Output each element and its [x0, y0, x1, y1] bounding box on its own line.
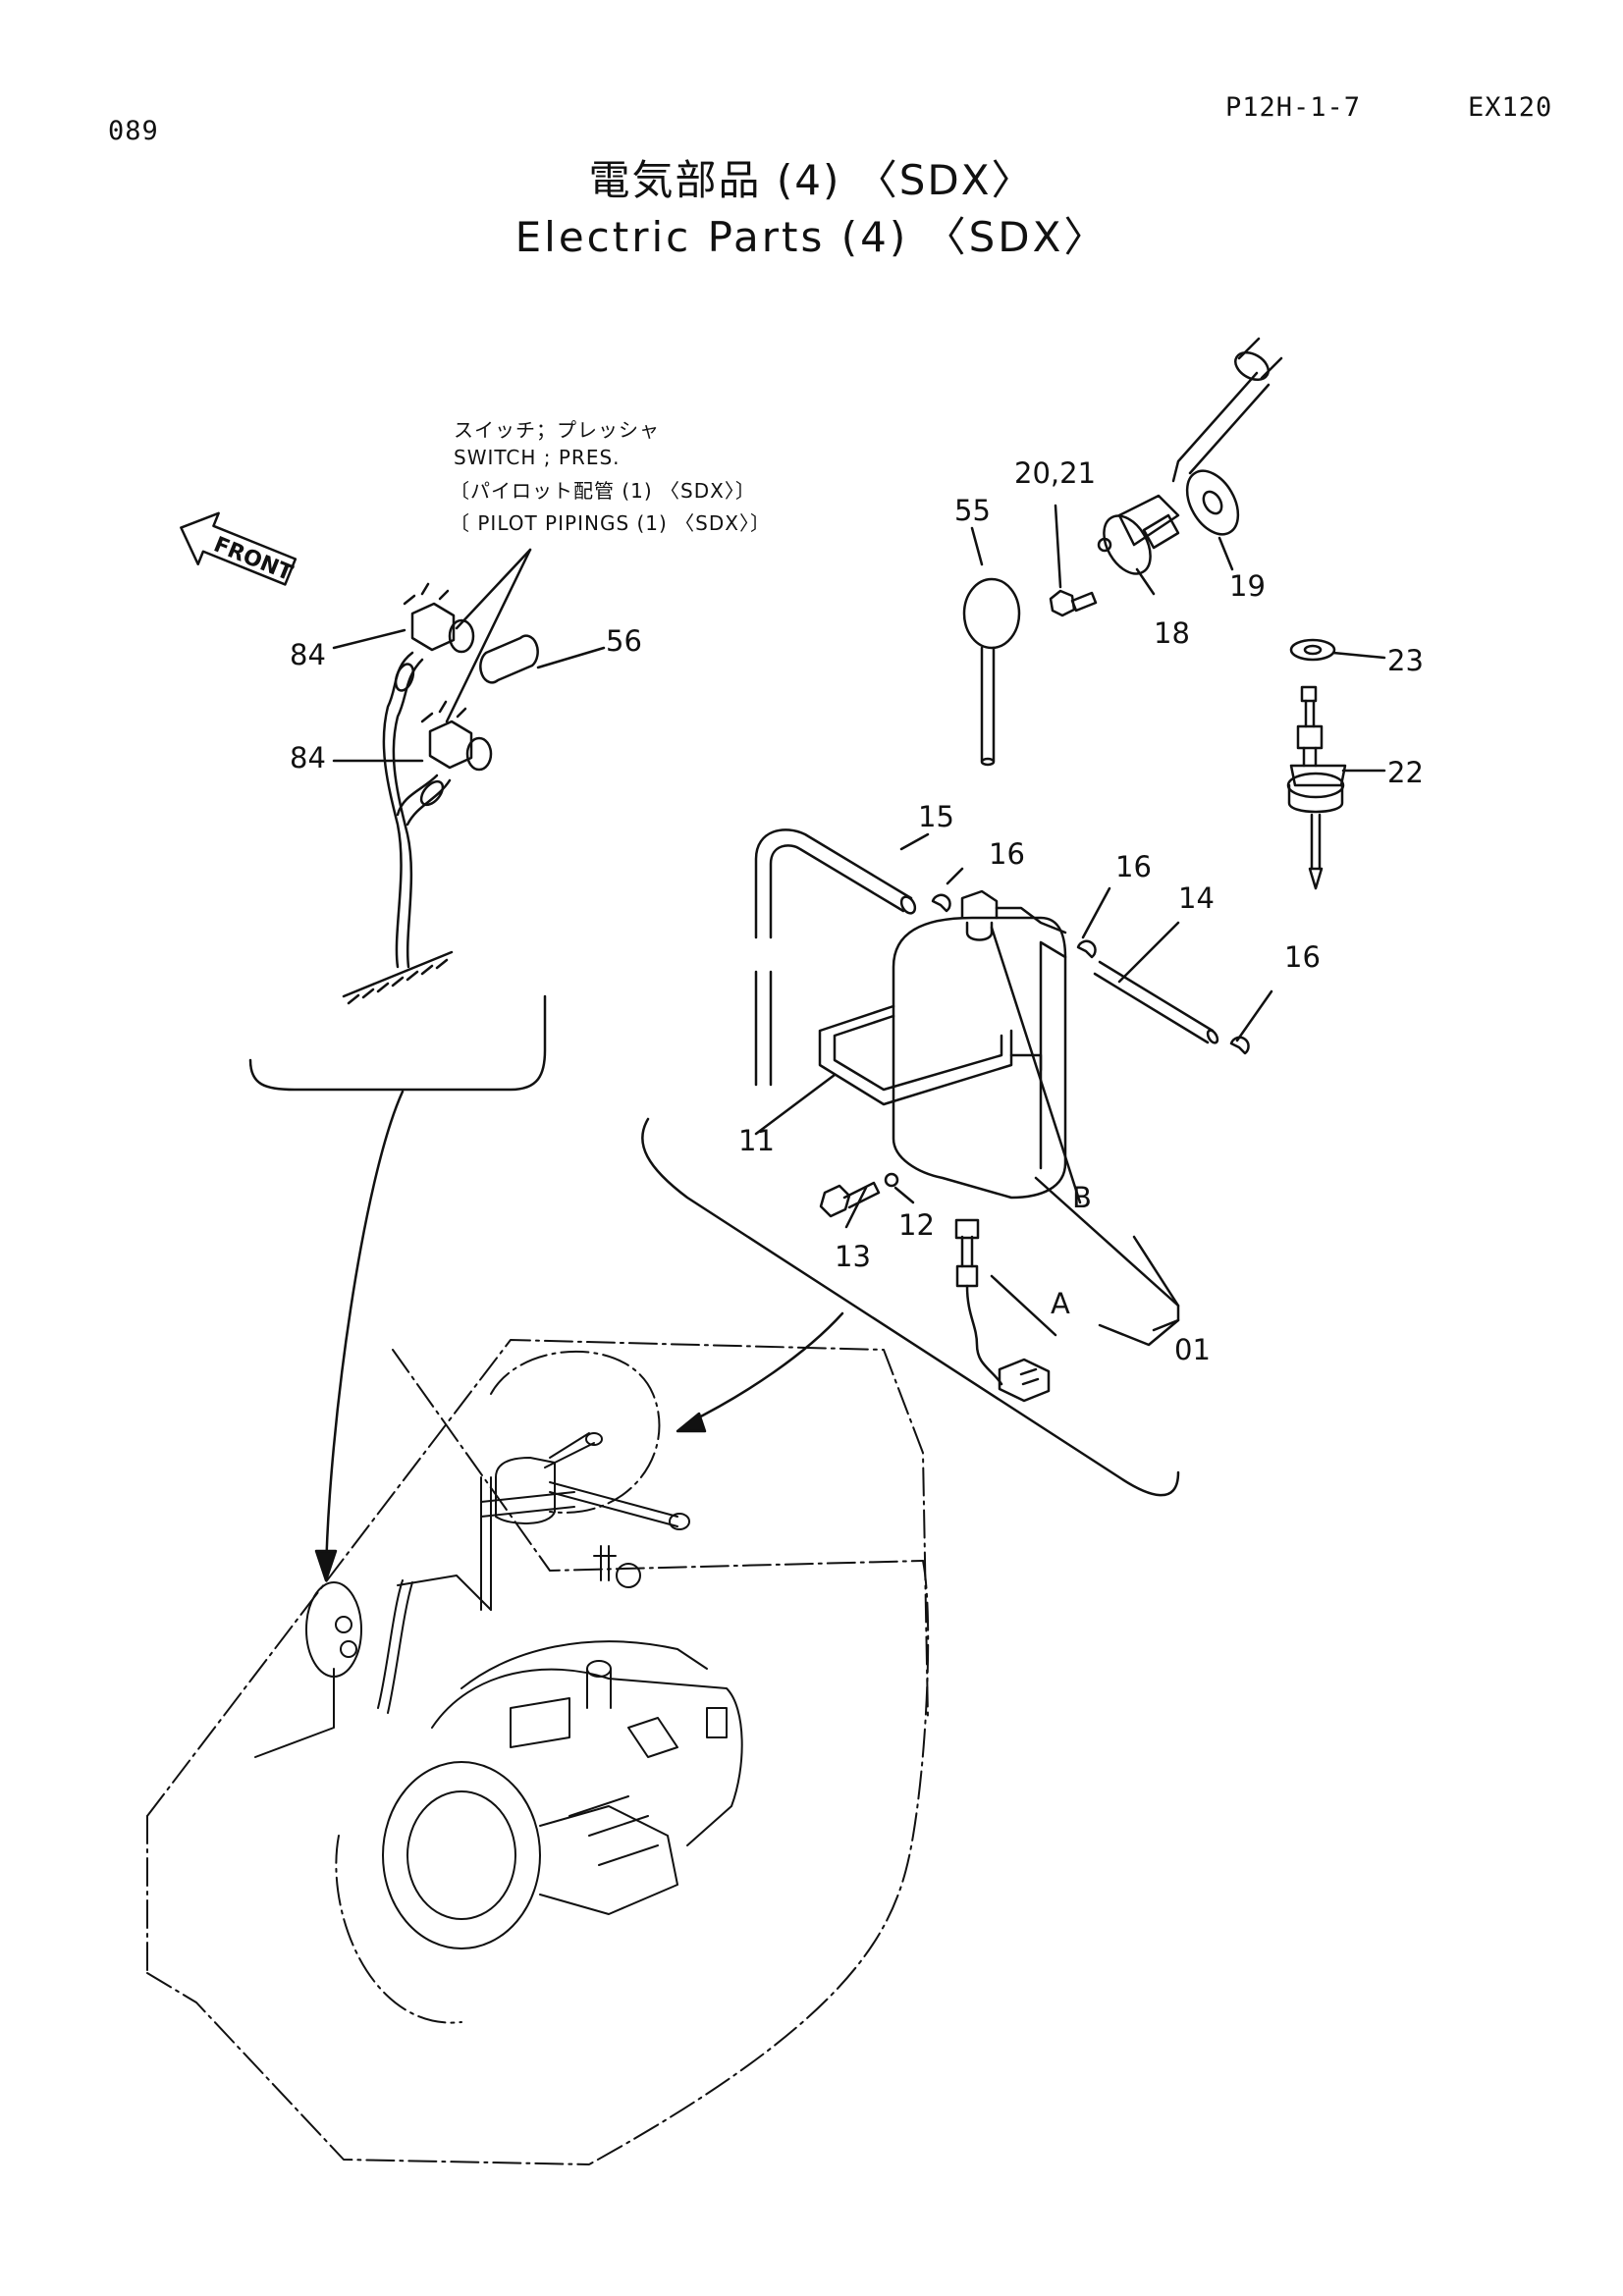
part-label-20-21: 20,21	[1014, 456, 1096, 490]
part-label-15: 15	[918, 800, 954, 833]
switch-note: スイッチ；プレッシャ SWITCH ; PRES. 〔パイロット配管 (1) 〈…	[450, 418, 771, 535]
part-label-b: B	[1072, 1181, 1092, 1214]
part-number-labels: 84 84 56 55 20,21 18 19 23 22 15 16 16 1…	[290, 456, 1424, 1366]
part-label-16b: 16	[1115, 850, 1152, 883]
part-label-16c: 16	[1284, 940, 1321, 974]
note-line-2: SWITCH ; PRES.	[454, 446, 621, 469]
part-label-22: 22	[1387, 756, 1424, 789]
pressure-switch-assembly	[342, 582, 539, 1005]
note-line-3: 〔パイロット配管 (1) 〈SDX〉〕	[450, 479, 756, 503]
machine-outline	[146, 1339, 930, 2165]
front-arrow-icon: FRONT	[180, 511, 298, 586]
part-label-a: A	[1051, 1287, 1070, 1320]
model-number: EX120	[1468, 92, 1553, 123]
page-reference: P12H-1-7	[1225, 92, 1362, 123]
part-label-84a: 84	[290, 638, 326, 671]
part-label-13: 13	[835, 1240, 871, 1273]
part-label-11: 11	[738, 1124, 775, 1157]
part-label-01: 01	[1174, 1333, 1211, 1366]
title-japanese: 電気部品 (4) 〈SDX〉	[588, 156, 1035, 204]
fuel-sender-assembly	[962, 337, 1347, 890]
note-line-4: 〔 PILOT PIPINGS (1) 〈SDX〉〕	[450, 511, 771, 535]
reservoir-tank-assembly	[754, 828, 1250, 1403]
part-label-56: 56	[606, 624, 642, 658]
part-label-84b: 84	[290, 741, 326, 774]
page-number: 089	[108, 116, 159, 146]
part-label-23: 23	[1387, 644, 1424, 677]
note-line-1: スイッチ；プレッシャ	[454, 418, 660, 442]
part-label-55: 55	[954, 494, 991, 527]
part-label-18: 18	[1154, 616, 1190, 650]
engine-detail	[254, 1432, 743, 1949]
part-label-16a: 16	[989, 837, 1025, 871]
part-label-19: 19	[1229, 569, 1266, 603]
title-english: Electric Parts (4) 〈SDX〉	[514, 213, 1109, 261]
part-label-14: 14	[1178, 881, 1215, 915]
part-label-12: 12	[898, 1208, 935, 1242]
